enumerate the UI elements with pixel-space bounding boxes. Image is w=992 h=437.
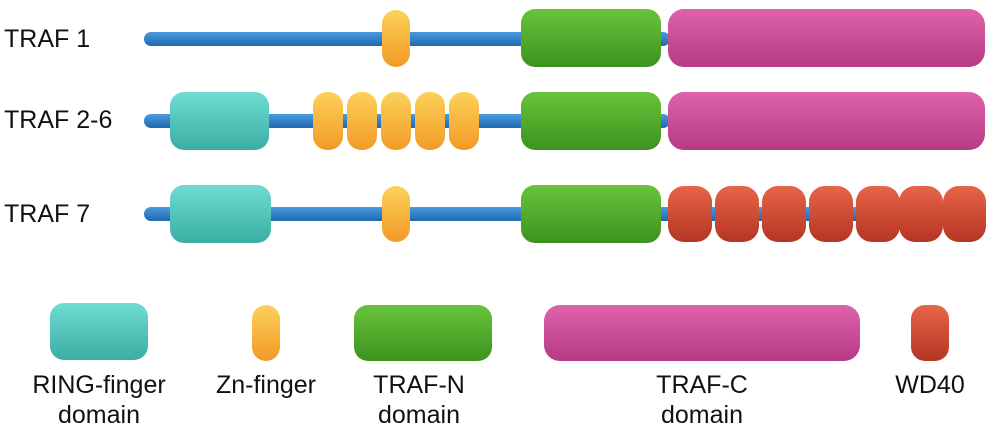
ring-finger-domain bbox=[170, 92, 269, 150]
legend-label-zn-finger: Zn-finger bbox=[216, 371, 316, 399]
wd40-domain bbox=[715, 186, 759, 242]
traf-c-domain bbox=[668, 92, 985, 150]
zn-finger-domain bbox=[347, 92, 377, 150]
legend-label-traf-n-line1: TRAF-N bbox=[373, 371, 465, 399]
row-traf-7: TRAF 7 bbox=[4, 185, 986, 243]
legend-item-traf-n: TRAF-N domain bbox=[354, 305, 492, 429]
legend: RING-finger domain Zn-finger TRAF-N doma… bbox=[32, 303, 965, 429]
legend-item-zn-finger: Zn-finger bbox=[216, 305, 316, 399]
traf-n-domain bbox=[521, 9, 661, 67]
legend-swatch-traf-c bbox=[544, 305, 860, 361]
legend-swatch-wd40 bbox=[911, 305, 949, 361]
wd40-domain bbox=[668, 186, 712, 242]
zn-finger-domain bbox=[313, 92, 343, 150]
wd40-domain bbox=[809, 186, 853, 242]
legend-item-wd40: WD40 bbox=[895, 305, 965, 399]
row-label-traf-7: TRAF 7 bbox=[4, 200, 90, 228]
traf-n-domain bbox=[521, 92, 661, 150]
row-traf-1: TRAF 1 bbox=[4, 9, 985, 67]
wd40-domain bbox=[943, 186, 986, 242]
row-label-traf-1: TRAF 1 bbox=[4, 25, 90, 53]
wd40-domain bbox=[899, 186, 943, 242]
ring-finger-domain bbox=[170, 185, 271, 243]
wd40-domain bbox=[762, 186, 806, 242]
legend-label-traf-c-line2: domain bbox=[661, 401, 743, 429]
legend-item-ring-finger: RING-finger domain bbox=[32, 303, 166, 429]
traf-c-domain bbox=[668, 9, 985, 67]
legend-swatch-zn-finger bbox=[252, 305, 280, 361]
legend-swatch-traf-n bbox=[354, 305, 492, 361]
legend-label-ring-finger-line1: RING-finger bbox=[32, 371, 165, 399]
legend-label-wd40: WD40 bbox=[895, 371, 964, 399]
row-traf-2-6: TRAF 2-6 bbox=[4, 92, 985, 150]
legend-swatch-ring-finger bbox=[50, 303, 148, 360]
zn-finger-domain bbox=[382, 10, 410, 67]
wd40-domain bbox=[856, 186, 900, 242]
legend-label-ring-finger-line2: domain bbox=[58, 401, 140, 429]
zn-finger-domain bbox=[415, 92, 445, 150]
zn-finger-domain bbox=[382, 186, 410, 242]
zn-finger-domain bbox=[381, 92, 411, 150]
zn-finger-domain bbox=[449, 92, 479, 150]
legend-item-traf-c: TRAF-C domain bbox=[544, 305, 860, 429]
row-label-traf-2-6: TRAF 2-6 bbox=[4, 106, 112, 134]
legend-label-traf-c-line1: TRAF-C bbox=[656, 371, 748, 399]
traf-n-domain bbox=[521, 185, 661, 243]
legend-label-traf-n-line2: domain bbox=[378, 401, 460, 429]
